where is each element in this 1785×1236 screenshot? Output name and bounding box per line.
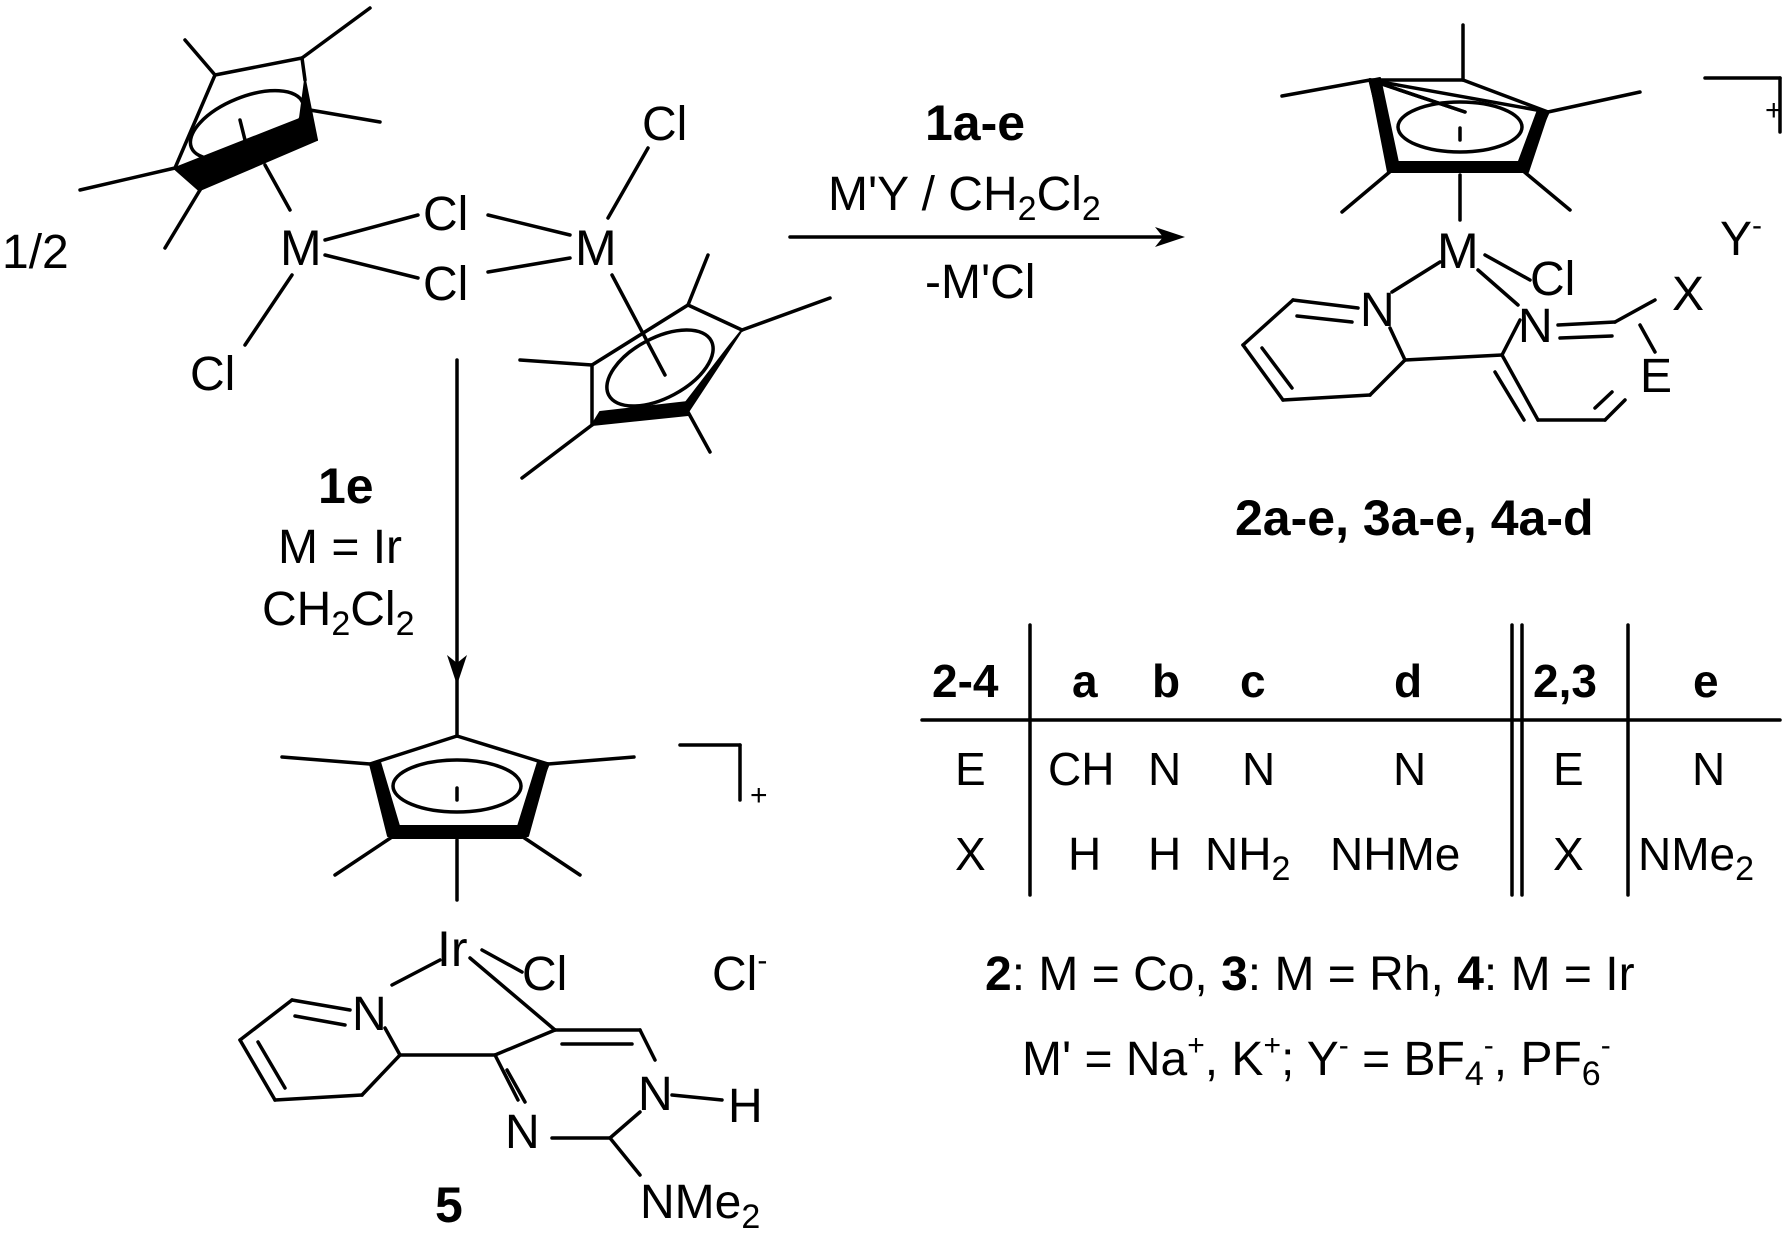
reaction-arrow-down: 1e M = Ir CH2Cl2: [262, 358, 467, 685]
terminal-cl-left: Cl: [190, 348, 235, 401]
product-charge: +: [1765, 94, 1783, 127]
table-row-e-label-right: E: [1553, 743, 1584, 795]
product-5-n-ring: N: [505, 1106, 540, 1159]
table-row-x-d: NHMe: [1330, 828, 1460, 880]
product-metal: M: [1437, 223, 1479, 279]
pyridine-ring-5: [238, 998, 497, 1102]
product-label: 2a-e, 3a-e, 4a-d: [1235, 490, 1594, 546]
table-header-b: b: [1152, 655, 1180, 707]
terminal-cl-right: Cl: [642, 98, 687, 151]
table-row-x-label: X: [955, 828, 986, 880]
metal-right: M: [575, 220, 617, 276]
substituent-table: 2-4 a b c d 2,3 e E CH N N N E N X H H N…: [920, 623, 1782, 897]
product-5-label: 5: [435, 1177, 463, 1233]
product-5-nme2: NMe2: [640, 1176, 760, 1236]
cp-metal-bond-left: [263, 163, 292, 212]
table-row-e-e: N: [1692, 743, 1725, 795]
product-5-n-pyridine: N: [352, 988, 387, 1041]
table-row-e-c: N: [1242, 743, 1275, 795]
product-counter-ion: Y-: [1720, 209, 1762, 266]
table-header-2-3: 2,3: [1533, 655, 1597, 707]
reaction-arrow-right: 1a-e M'Y / CH2Cl2 -M'Cl: [788, 95, 1185, 309]
bridging-cl-top: Cl: [423, 188, 468, 241]
product-e: E: [1640, 350, 1672, 403]
table-header-c: c: [1240, 655, 1266, 707]
cp-ring-bottom-right: [518, 253, 832, 480]
pyrimidine-ring-5: [468, 956, 657, 1177]
metal-left: M: [280, 220, 322, 276]
table-row-e-d: N: [1393, 743, 1426, 795]
table-header-a: a: [1072, 655, 1098, 707]
arrow-down-reagent: 1e: [318, 458, 374, 514]
legend-ions: M' = Na+, K+; Y- = BF4-, PF6-: [1022, 1029, 1611, 1093]
product-x: X: [1672, 268, 1704, 321]
arrow-right-byproduct: -M'Cl: [925, 256, 1035, 309]
arrow-right-conditions: M'Y / CH2Cl2: [828, 168, 1101, 228]
pyridine-ring-left: [1241, 298, 1504, 402]
arrow-down-solvent: CH2Cl2: [262, 583, 415, 643]
product-5-cl: Cl: [522, 948, 567, 1001]
table-header-e: e: [1693, 655, 1719, 707]
bridging-cl-bottom: Cl: [423, 258, 468, 311]
product-5-metal: Ir: [437, 921, 468, 977]
table-row-x-label-right: X: [1553, 828, 1584, 880]
table-row-x-b: H: [1148, 828, 1181, 880]
arrow-right-reagent: 1a-e: [925, 95, 1025, 151]
table-row-e-b: N: [1148, 743, 1181, 795]
cp-ring-5: [280, 678, 636, 877]
product-5-n-nh: N: [638, 1068, 673, 1121]
table-row-x-a: H: [1068, 828, 1101, 880]
table-row-x-c: NH2: [1205, 828, 1290, 888]
starting-dimer: 1/2 M Cl Cl M Cl Cl: [2, 6, 832, 480]
table-row-e-label: E: [955, 743, 986, 795]
ring-right: [1493, 298, 1657, 422]
cp-ring-top-left: [78, 6, 382, 250]
product-5-h: H: [728, 1080, 763, 1133]
product-cl: Cl: [1530, 253, 1575, 306]
product-5-charge: +: [750, 779, 768, 812]
product-5-counter-ion: Cl-: [712, 944, 767, 1001]
table-header-2-4: 2-4: [932, 655, 999, 707]
general-product: + M Cl N N: [1235, 23, 1783, 546]
cp-ring-product: [1280, 23, 1642, 214]
table-header-d: d: [1394, 655, 1422, 707]
product-n-right: N: [1518, 300, 1553, 353]
legend-metals: 2: M = Co, 3: M = Rh, 4: M = Ir: [985, 948, 1635, 1001]
coefficient: 1/2: [2, 226, 69, 279]
table-row-e-a: CH: [1048, 743, 1114, 795]
legend: 2: M = Co, 3: M = Rh, 4: M = Ir M' = Na+…: [985, 948, 1635, 1093]
arrow-down-metal: M = Ir: [278, 521, 402, 574]
product-5: + Ir Cl Cl- N: [238, 678, 768, 1236]
table-row-x-e: NMe2: [1638, 828, 1754, 888]
